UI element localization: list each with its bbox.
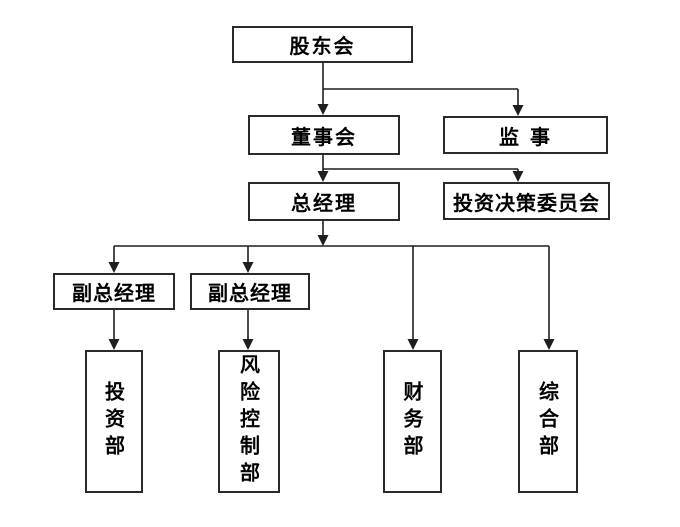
connector-board-gm-arrow <box>317 169 329 182</box>
node-risk-control-dept: 风险控制部 <box>218 350 280 493</box>
connector-deputy-right-risk-arrow <box>242 310 254 350</box>
node-investment-dept: 投资部 <box>85 350 143 493</box>
node-general-affairs-dept: 综合部 <box>518 350 578 493</box>
connector-bus-deputy-right-arrow <box>242 246 254 273</box>
node-investment-committee: 投资决策委员会 <box>443 182 610 220</box>
node-shareholders-label: 股东会 <box>289 34 356 58</box>
connector-board-down <box>322 155 518 170</box>
node-deputy-gm-left: 副总经理 <box>53 273 175 310</box>
node-deputy-gm-left-label: 副总经理 <box>72 281 156 305</box>
connector-shareholders-supervisors-arrow <box>512 89 524 116</box>
node-supervisors: 监 事 <box>443 116 608 154</box>
node-investment-dept-label: 投资部 <box>101 381 126 462</box>
connector-bus-deputy-left-arrow <box>108 246 120 273</box>
node-board: 董事会 <box>248 115 400 155</box>
connector-gm-bus-arrow <box>114 221 549 247</box>
node-general-manager: 总经理 <box>248 182 400 221</box>
connector-bus-finance-arrow <box>407 246 419 350</box>
connector-board-committee-arrow <box>512 169 524 182</box>
node-deputy-gm-right-label: 副总经理 <box>208 281 292 305</box>
connector-bus-general-affairs-arrow <box>543 246 555 350</box>
connector-deputy-left-investment-arrow <box>108 310 120 350</box>
node-general-manager-label: 总经理 <box>291 191 357 215</box>
node-investment-committee-label: 投资决策委员会 <box>453 190 600 215</box>
node-deputy-gm-right: 副总经理 <box>190 273 310 310</box>
node-finance-dept: 财务部 <box>383 350 442 493</box>
node-board-label: 董事会 <box>291 124 357 149</box>
connector-shareholders-down <box>322 63 518 90</box>
node-risk-control-dept-label: 风险控制部 <box>236 354 261 489</box>
node-finance-dept-label: 财务部 <box>400 381 424 462</box>
node-supervisors-label: 监 事 <box>499 124 552 149</box>
connector-shareholders-board-arrow <box>317 89 329 115</box>
node-shareholders: 股东会 <box>232 26 413 63</box>
node-general-affairs-dept-label: 综合部 <box>535 381 560 462</box>
